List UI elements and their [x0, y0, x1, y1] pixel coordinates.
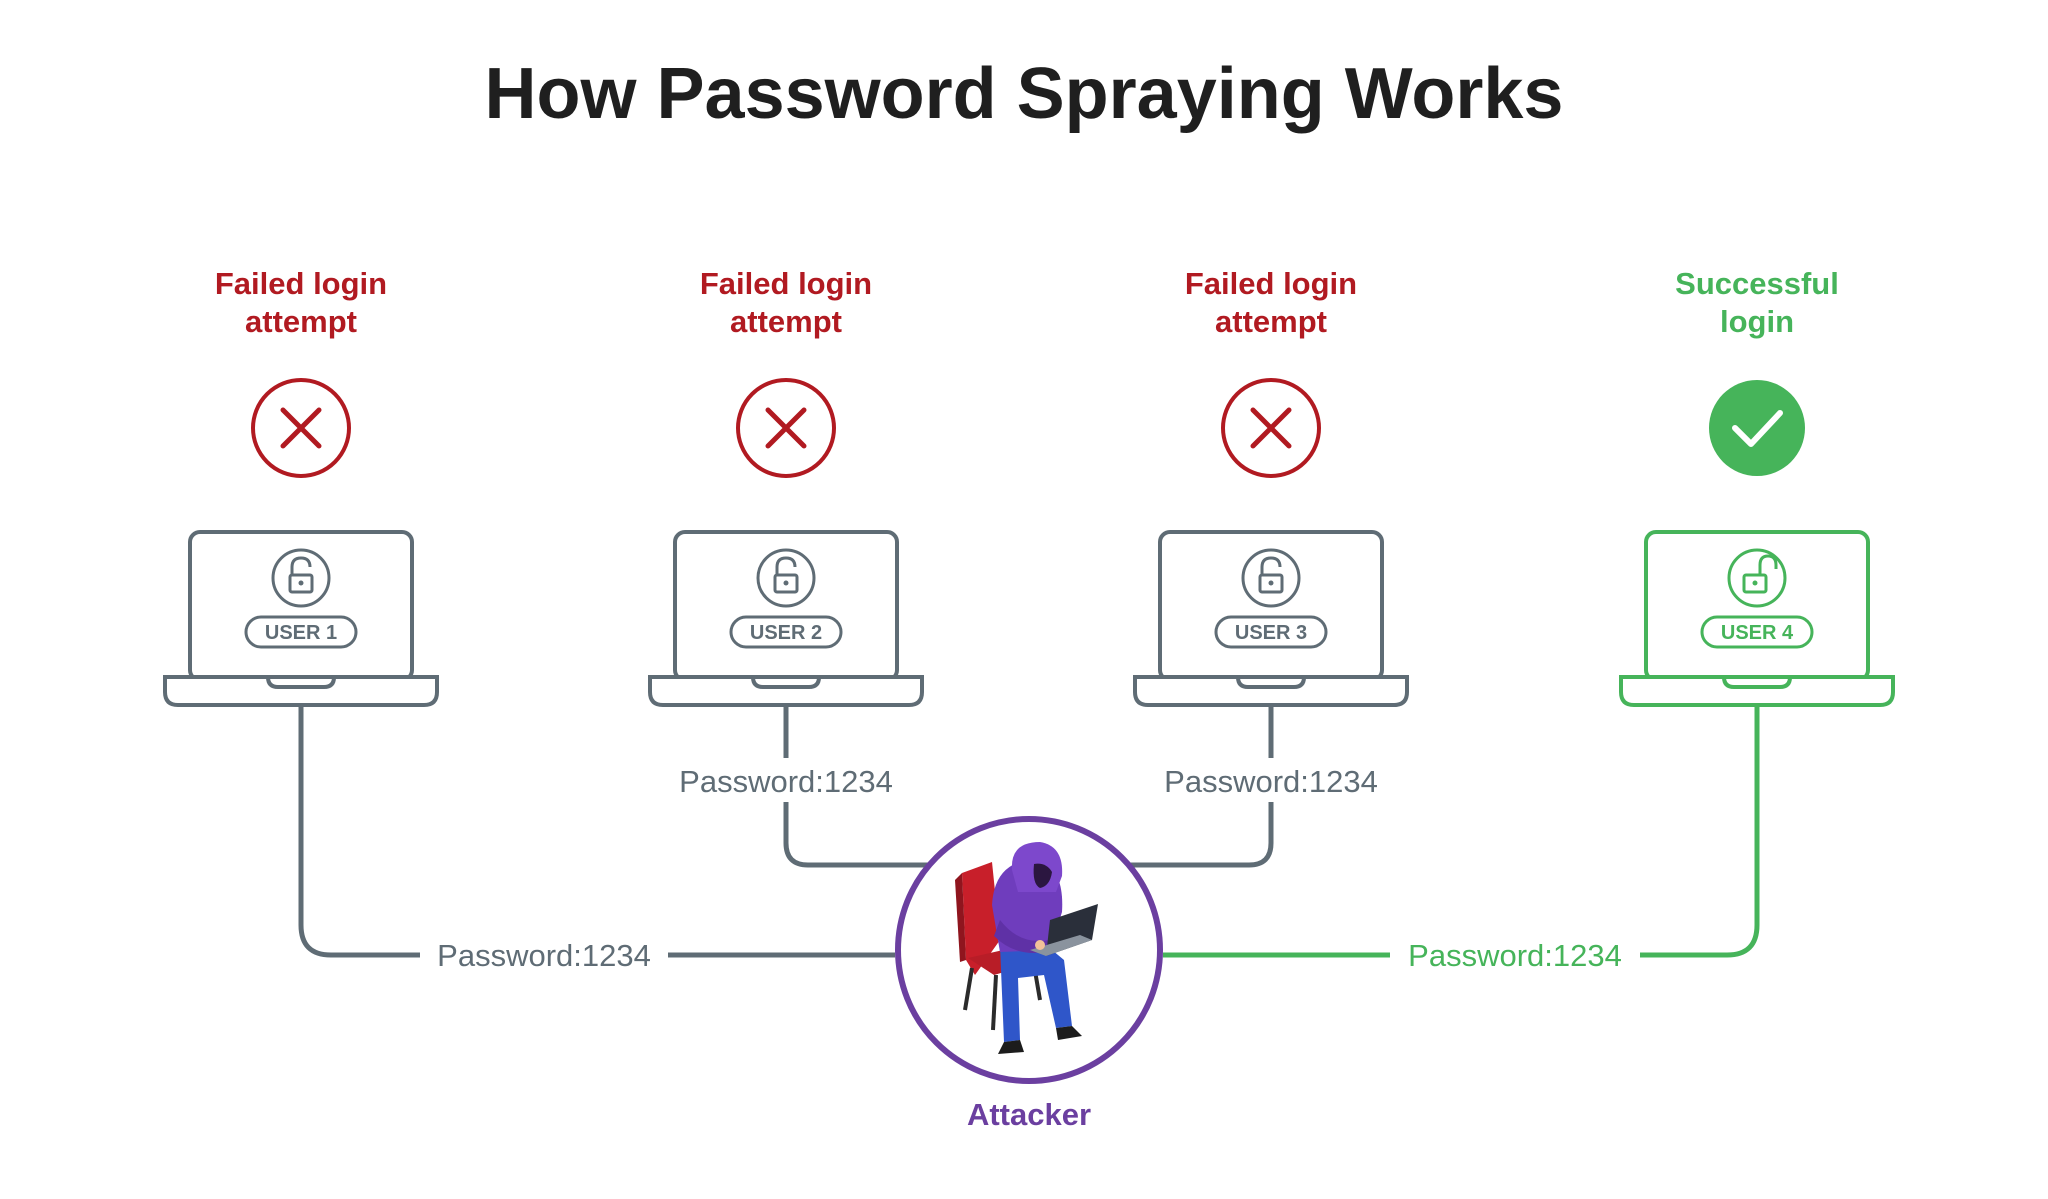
password-label-user-4: Password:1234 [1408, 938, 1622, 973]
lock-icon [271, 548, 331, 608]
connector-user-2-lower [783, 802, 928, 868]
x-circle-icon [736, 378, 836, 478]
lock-icon [1241, 548, 1301, 608]
hooded-hacker-icon [955, 842, 1098, 1054]
user-label-3: USER 3 [1235, 622, 1307, 644]
user-column-3: Failed login attempt USER 3 [1133, 266, 1409, 707]
check-circle-icon [1709, 380, 1805, 476]
user-badge-1: USER 1 [244, 615, 358, 649]
connector-user-3-lower [1130, 802, 1274, 868]
user-label-1: USER 1 [265, 622, 337, 644]
status-label-user-2-line1: Failed login [700, 266, 872, 301]
user-column-1: Failed login attempt USER 1 [163, 266, 439, 707]
connector-user-1-upper [298, 705, 420, 958]
diagram-title: How Password Spraying Works [485, 54, 1564, 134]
status-label-user-3-line2: attempt [1215, 304, 1327, 339]
user-column-4: Successful login USER 4 [1619, 266, 1895, 707]
lock-icon [756, 548, 816, 608]
user-badge-2: USER 2 [729, 615, 843, 649]
attacker-label: Attacker [967, 1097, 1091, 1132]
attacker-node: Attacker [895, 816, 1163, 1132]
user-badge-4: USER 4 [1700, 615, 1814, 649]
user-column-2: Failed login attempt USER 2 [648, 266, 924, 707]
user-label-4: USER 4 [1721, 622, 1794, 644]
user-label-2: USER 2 [750, 622, 822, 644]
unlock-icon [1727, 548, 1787, 608]
status-label-user-4-line2: login [1720, 304, 1794, 339]
status-label-user-1-line2: attempt [245, 304, 357, 339]
status-label-user-4-line1: Successful [1675, 266, 1839, 301]
password-label-user-2: Password:1234 [679, 764, 893, 799]
x-circle-icon [1221, 378, 1321, 478]
user-badge-3: USER 3 [1214, 615, 1328, 649]
password-label-user-3: Password:1234 [1164, 764, 1378, 799]
status-label-user-1-line1: Failed login [215, 266, 387, 301]
connector-user-4-upper [1640, 705, 1760, 958]
status-label-user-3-line1: Failed login [1185, 266, 1357, 301]
password-label-user-1: Password:1234 [437, 938, 651, 973]
x-circle-icon [251, 378, 351, 478]
status-label-user-2-line2: attempt [730, 304, 842, 339]
